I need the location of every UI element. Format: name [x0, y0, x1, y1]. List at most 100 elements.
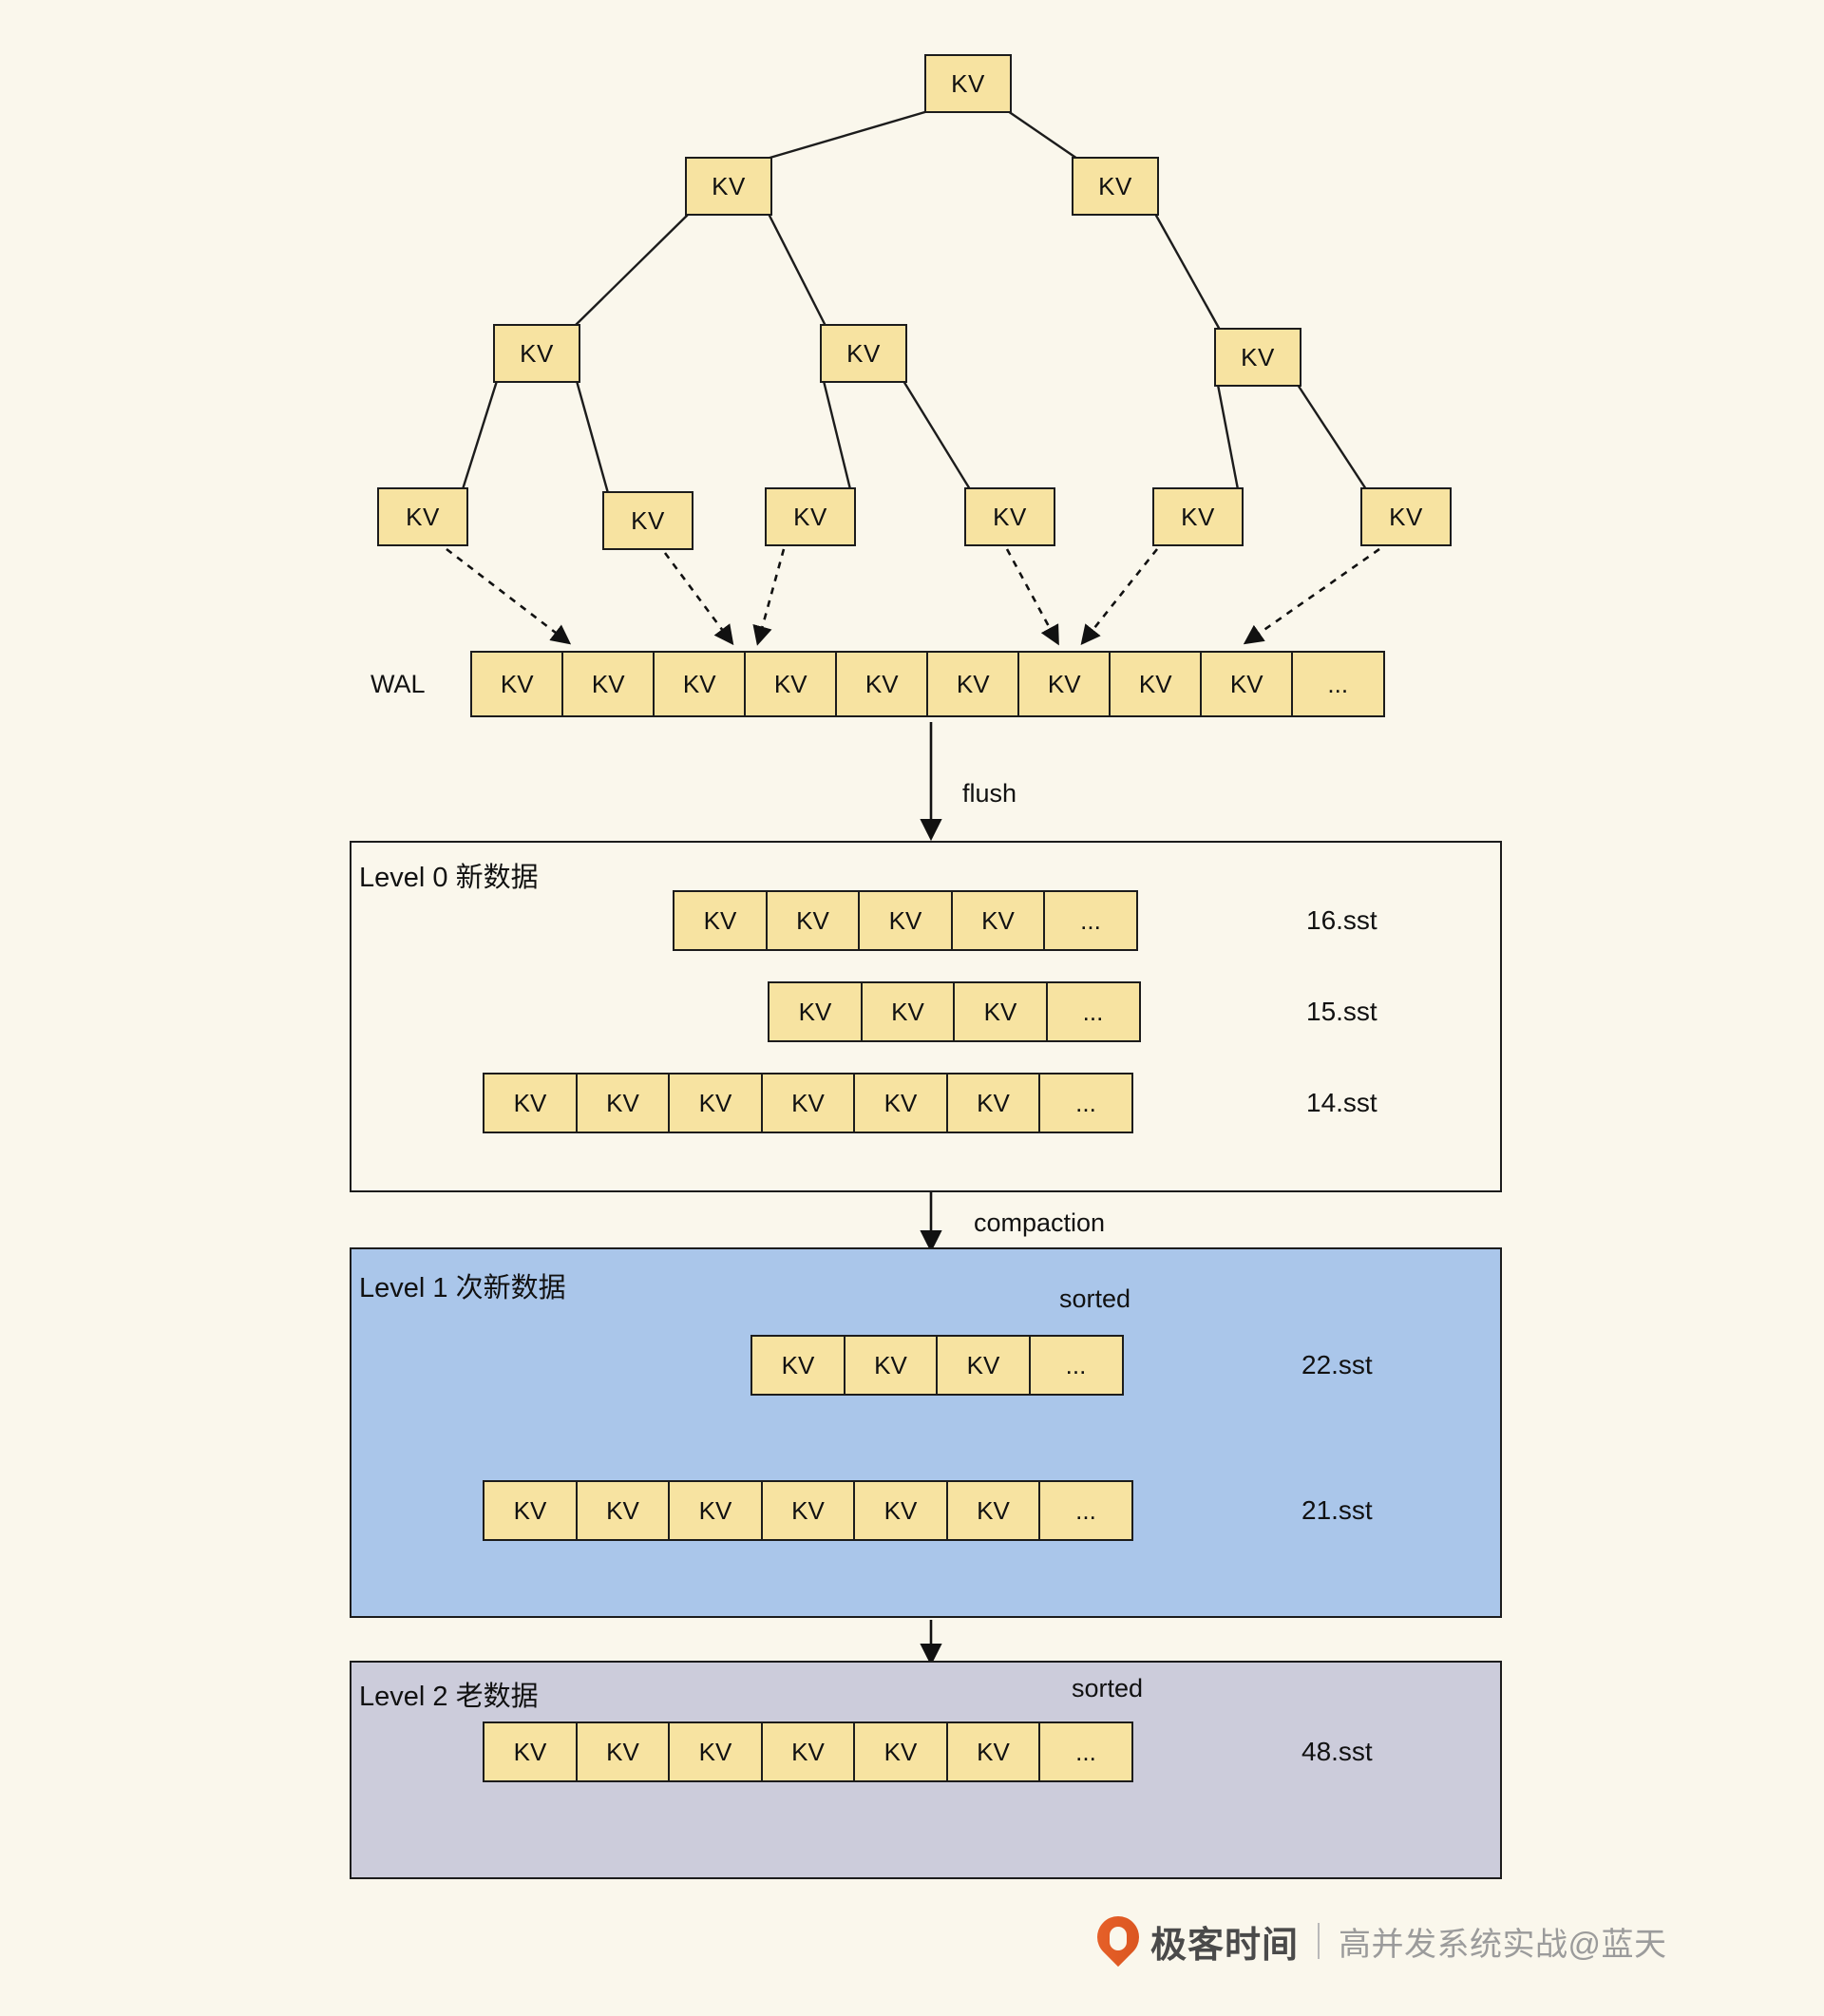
wal-write-arrow [1005, 548, 1059, 646]
sst-cell-kv: KV [843, 1335, 939, 1396]
sst-cell-kv: KV [768, 981, 863, 1042]
sst-cell-kv: KV [673, 890, 768, 951]
wal-cell-kv: KV [926, 651, 1020, 717]
sst-cell-ellipsis: ... [1038, 1721, 1133, 1782]
sst-filename-label: 16.sst [1306, 905, 1378, 935]
wal-cell-kv: KV [1017, 651, 1112, 717]
tree-node-kv: KV [765, 487, 856, 546]
sst-cell-kv: KV [853, 1480, 948, 1541]
sst-filename-label: 22.sst [1302, 1350, 1373, 1379]
level-title-level0: Level 0 新数据 [359, 863, 539, 893]
sst-filename-label: 15.sst [1306, 997, 1378, 1026]
tree-node-kv: KV [377, 487, 468, 546]
tree-node-kv: KV [924, 54, 1012, 113]
wal-cell-kv: KV [470, 651, 564, 717]
tree-edge [574, 213, 690, 327]
tree-node-kv: KV [493, 324, 580, 383]
sst-cell-ellipsis: ... [1038, 1480, 1133, 1541]
sst-cell-kv: KV [936, 1335, 1031, 1396]
sst-cell-kv: KV [668, 1073, 763, 1133]
sst-cell-kv: KV [750, 1335, 846, 1396]
tree-edge [1153, 213, 1222, 331]
level-container-level1 [350, 1247, 1502, 1618]
level-title-level1: Level 1 次新数据 [359, 1273, 566, 1303]
sst-cell-kv: KV [760, 1721, 856, 1782]
tree-edge [1296, 384, 1368, 490]
sorted-label: sorted [1059, 1284, 1131, 1313]
tree-node-kv: KV [602, 491, 694, 550]
tree-edge [1216, 384, 1240, 490]
sst-cell-kv: KV [575, 1480, 671, 1541]
sst-cell-kv: KV [483, 1721, 578, 1782]
sst-cell-kv: KV [853, 1721, 948, 1782]
tree-node-kv: KV [964, 487, 1055, 546]
sst-cell-kv: KV [575, 1721, 671, 1782]
brand-subtitle: 高并发系统实战@蓝天 [1339, 1926, 1667, 1963]
sst-cell-kv: KV [760, 1480, 856, 1541]
sst-cell-kv: KV [668, 1480, 763, 1541]
sst-cell-kv: KV [575, 1073, 671, 1133]
sst-filename-label: 48.sst [1302, 1737, 1373, 1766]
wal-dashed-arrows [446, 547, 1380, 646]
tree-edge [902, 380, 972, 490]
sst-cell-ellipsis: ... [1043, 890, 1138, 951]
tree-edge [822, 380, 852, 490]
wal-cell-kv: KV [1109, 651, 1203, 717]
tree-edge [575, 380, 610, 494]
sst-cell-kv: KV [765, 890, 861, 951]
sst-cell-kv: KV [945, 1480, 1041, 1541]
sst-filename-label: 21.sst [1302, 1495, 1373, 1525]
wal-cell-kv: KV [835, 651, 929, 717]
level-title-level2: Level 2 老数据 [359, 1682, 539, 1712]
sst-cell-kv: KV [860, 981, 956, 1042]
sst-cell-kv: KV [945, 1721, 1041, 1782]
sst-cell-kv: KV [858, 890, 953, 951]
tree-node-kv: KV [1214, 328, 1302, 387]
tree-edge [461, 380, 499, 490]
wal-cell-kv: KV [744, 651, 838, 717]
tree-edge [1007, 110, 1078, 160]
wal-write-arrow [752, 548, 786, 646]
sst-cell-ellipsis: ... [1045, 981, 1141, 1042]
tree-node-kv: KV [1360, 487, 1452, 546]
sorted-label: sorted [1072, 1674, 1144, 1702]
tree-edge [767, 213, 827, 327]
tree-node-kv: KV [1152, 487, 1244, 546]
sst-cell-kv: KV [950, 890, 1046, 951]
sst-filename-label: 14.sst [1306, 1088, 1378, 1117]
wal-cell-ellipsis: ... [1291, 651, 1385, 717]
sst-cell-kv: KV [760, 1073, 856, 1133]
wal-cell-kv: KV [1200, 651, 1294, 717]
footer-watermark: 极客时间 高并发系统实战@蓝天 [1088, 1907, 1667, 1969]
geektime-logo-icon [1088, 1907, 1149, 1968]
wal-write-arrow [1080, 548, 1159, 646]
sst-cell-ellipsis: ... [1038, 1073, 1133, 1133]
tree-node-kv: KV [685, 157, 772, 216]
sst-cell-kv: KV [853, 1073, 948, 1133]
tree-edge [766, 109, 929, 161]
brand-divider [1318, 1923, 1320, 1959]
wal-write-arrow [446, 547, 572, 645]
sst-cell-kv: KV [953, 981, 1048, 1042]
sst-cell-kv: KV [945, 1073, 1041, 1133]
sst-cell-kv: KV [483, 1480, 578, 1541]
tree-edges [461, 109, 1368, 494]
tree-node-kv: KV [1072, 157, 1159, 216]
sst-cell-kv: KV [668, 1721, 763, 1782]
wal-cell-kv: KV [653, 651, 747, 717]
sst-cell-kv: KV [483, 1073, 578, 1133]
wal-cell-kv: KV [561, 651, 656, 717]
wal-label: WAL [370, 670, 426, 698]
brand-name: 极客时间 [1150, 1925, 1300, 1966]
wal-write-arrow [1243, 547, 1380, 645]
sst-cell-ellipsis: ... [1028, 1335, 1124, 1396]
compaction-label: compaction [974, 1208, 1106, 1237]
